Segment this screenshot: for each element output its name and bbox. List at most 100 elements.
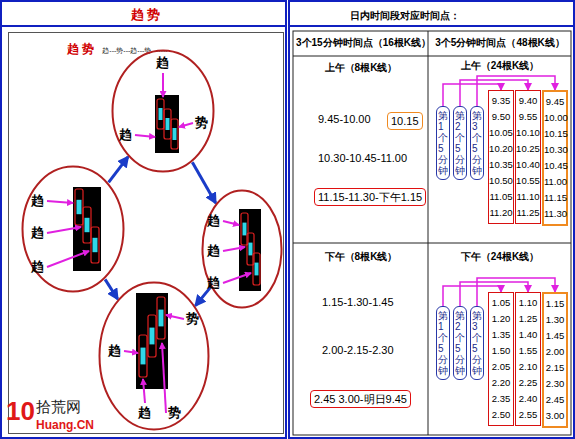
time-text: 9.45-10.00 [318, 113, 371, 125]
time-cell: 2.55 [516, 407, 540, 423]
trend-circle: 趋势趋势 [98, 281, 210, 431]
band-text: 第2个5分钟 [455, 310, 465, 376]
trend-label: 势 [186, 311, 199, 327]
trend-label: 趋 [31, 193, 44, 209]
candle-body [173, 128, 177, 140]
time-cell: 1.35 [489, 327, 513, 343]
period-band: 第3个5分钟 [470, 106, 484, 180]
time-cell: 1.25 [516, 311, 540, 327]
time-cell: 10.40 [516, 157, 540, 173]
time-cell: 9.35 [489, 93, 513, 109]
time-cell: 11.30 [544, 206, 566, 222]
time-cell: 9.45 [544, 94, 566, 110]
trend-label: 趋 [207, 243, 220, 259]
time-cell: 10.10 [516, 125, 540, 141]
time-column: 1.151.301.452.002.152.302.453.00 [542, 292, 568, 428]
trend-label: 趋 [119, 127, 132, 143]
time-cell: 2.05 [489, 359, 513, 375]
watermark: 拾荒网 [36, 398, 81, 417]
table-heading: 下午（8根K线） [296, 250, 426, 264]
period-band: 第3个5分钟 [470, 306, 484, 380]
time-cell: 10.45 [544, 158, 566, 174]
candle-outline [157, 99, 164, 129]
leader-arrow [223, 221, 239, 225]
candle-body [255, 263, 259, 276]
candle-body [93, 238, 98, 252]
chart-ground [239, 209, 261, 291]
table-heading: 上午（24根K线） [431, 59, 569, 73]
time-cell: 1.30 [544, 312, 566, 328]
table-heading: 上午（8根K线） [296, 61, 426, 75]
circle-outline [203, 191, 282, 308]
time-column: 1.051.201.351.502.052.202.352.50 [488, 292, 514, 426]
period-band: 第2个5分钟 [453, 106, 467, 180]
time-cell: 10.20 [489, 141, 513, 157]
time-cell: 2.25 [516, 375, 540, 391]
leader-arrow [124, 351, 138, 353]
time-column: 1.101.251.401.552.102.252.402.55 [515, 292, 541, 426]
candle-body [249, 243, 253, 256]
time-column: 9.359.5010.0510.2010.3510.5011.0511.20 [488, 90, 514, 224]
candle-outline [157, 297, 165, 339]
time-text: 2.00-2.15-2.30 [322, 344, 394, 356]
trend-label: 趋 [156, 55, 169, 71]
period-band: 第2个5分钟 [453, 306, 467, 380]
candle-body [159, 108, 163, 120]
time-column: 9.409.5510.1010.2510.4010.5511.1011.25 [515, 90, 541, 224]
panel-title: 日内时间段对应时间点： [350, 9, 550, 23]
trend-label: 势 [195, 115, 208, 131]
time-cell: 1.50 [489, 343, 513, 359]
time-cell: 10.05 [489, 125, 513, 141]
leader-arrow [47, 227, 81, 233]
candle-body [150, 328, 155, 345]
time-cell: 1.55 [516, 343, 540, 359]
time-text: 10.15 [391, 114, 419, 128]
time-cell: 2.20 [489, 375, 513, 391]
table-border [293, 31, 571, 435]
chart-ground [73, 187, 101, 271]
time-cell: 10.50 [489, 173, 513, 189]
trend-label: 趋 [31, 225, 44, 241]
leader-arrow [166, 315, 184, 319]
circle-outline [113, 51, 214, 172]
table-rule [293, 56, 571, 57]
trend-label: 趋 [31, 259, 44, 275]
time-cell: 11.00 [544, 174, 566, 190]
leader-arrow [223, 247, 245, 251]
trend-label: 趋 [108, 343, 121, 359]
time-cell: 10.30 [544, 142, 566, 158]
candle-outline [253, 253, 260, 285]
time-cell: 10.25 [516, 141, 540, 157]
candle-outline [75, 189, 83, 225]
trend-circle: 趋趋趋 [21, 165, 125, 293]
leader-arrow [47, 201, 73, 203]
leader-arrow [135, 135, 155, 137]
time-box: 2.45 3.00-明日9.45 [310, 390, 411, 408]
flow-arrow [105, 279, 118, 299]
time-cell: 2.50 [489, 407, 513, 423]
band-text: 第3个5分钟 [472, 310, 482, 376]
circle-outline [100, 283, 209, 430]
panel: 趋 势趋 势趋---势---趋---势-------趋势趋趋趋趋趋趋趋趋势趋势 [0, 0, 287, 439]
table-rule [293, 243, 571, 244]
table-heading: 3个5分钟时间点（48根K线） [431, 36, 569, 50]
candle-outline [148, 315, 156, 357]
table-rule [428, 31, 429, 435]
leader-arrow [223, 273, 251, 283]
trend-circle: 趋趋趋 [201, 189, 283, 309]
time-cell: 9.55 [516, 109, 540, 125]
header-rule [0, 25, 287, 27]
time-cell: 10.00 [544, 110, 566, 126]
flow-arrow [109, 157, 128, 182]
leader-arrow [143, 379, 145, 403]
time-cell: 2.40 [516, 391, 540, 407]
candle-outline [164, 109, 171, 139]
time-box: 10.15 [387, 112, 423, 130]
panel-title: 趋 势 [2, 6, 289, 24]
candle-body [166, 118, 170, 130]
time-cell: 2.15 [544, 360, 566, 376]
time-cell: 2.10 [516, 359, 540, 375]
time-cell: 10.15 [544, 126, 566, 142]
time-cell: 3.00 [544, 408, 566, 424]
trend-label: 趋 [138, 405, 151, 421]
